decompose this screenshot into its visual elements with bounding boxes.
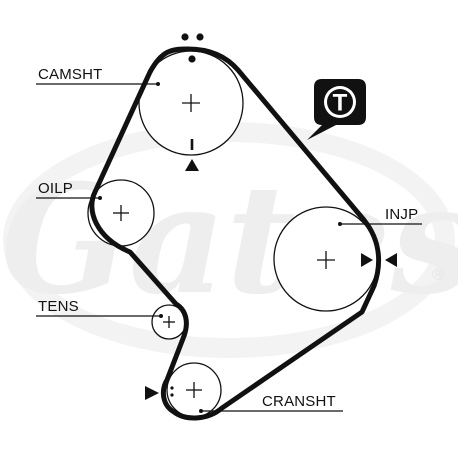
tensioner-label: TENS [38,298,79,315]
tensioner-badge-inner [327,89,353,115]
injection-pump-center-mark [317,251,335,269]
crankshaft-leader-end [199,409,203,413]
tensioner-badge: T [307,79,366,140]
tensioner-badge-letter: T [333,90,348,117]
camshaft-leader-end [156,82,160,86]
injection-pump-label: INJP [385,206,418,223]
crankshaft-mark-dot-top [170,386,174,390]
crankshaft-center-mark [186,382,202,398]
timing-belt [89,46,382,421]
leader-lines [36,82,422,413]
crankshaft-label: CRANSHT [262,393,336,410]
labels: CAMSHT OILP TENS INJP CRANSHT [38,66,418,410]
crankshaft-mark-dot-bottom [170,393,174,397]
oil-pump-leader-end [98,196,102,200]
injection-pump-leader-end [338,222,342,226]
injection-pump-arrow-left [361,253,373,267]
oil-pump-center-mark [113,205,129,221]
camshaft-center-mark [182,94,200,112]
tensioner-leader-end [159,314,163,318]
camshaft-top-dot-left [181,33,189,41]
crankshaft-timing-arrow [145,386,159,400]
watermark-text: Gates [1,152,458,328]
camshaft-pulley-dot [188,55,196,63]
camshaft-timing-arrow [185,159,199,171]
watermark: Gates ® [1,122,458,358]
injection-pump-arrow-right [385,253,397,267]
camshaft-top-dot-right [196,33,204,41]
tensioner-center-mark [163,316,175,328]
timing-marks [145,33,397,400]
pulley-centers [113,94,335,398]
camshaft-label: CAMSHT [38,66,103,83]
oil-pump-label: OILP [38,180,73,197]
watermark-registered-mark: ® [430,265,446,284]
